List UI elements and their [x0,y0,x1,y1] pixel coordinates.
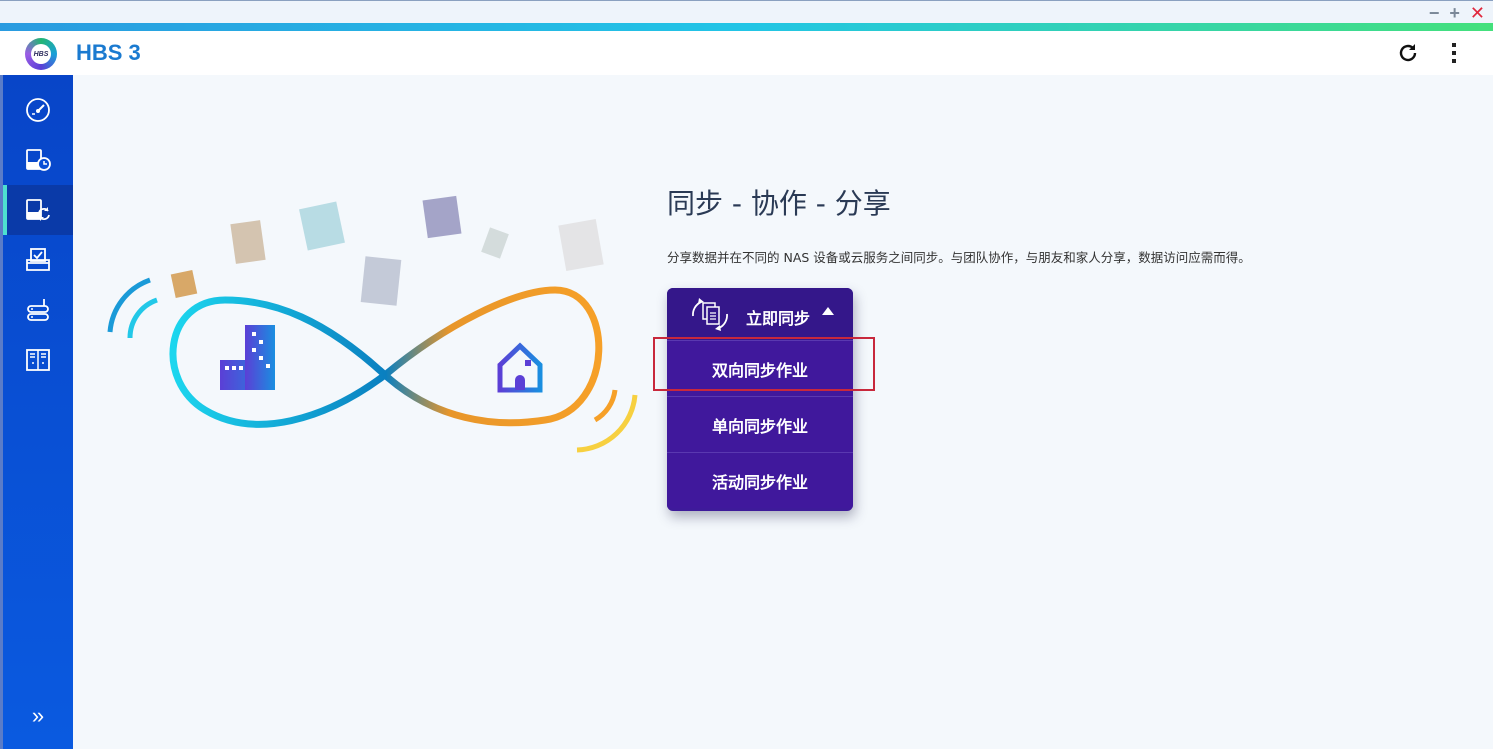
floating-documents [170,195,604,306]
accent-gradient-bar [0,23,1493,31]
app-title: HBS 3 [76,40,141,65]
close-button[interactable]: ✕ [1469,3,1485,23]
more-vertical-icon [1452,43,1456,47]
app-header: HBS HBS 3 [0,31,1493,75]
hbs-logo-icon: HBS [25,38,57,70]
sidebar-item-overview[interactable] [3,85,73,135]
sync-now-button[interactable]: 立即同步 [667,288,853,340]
refresh-button[interactable] [1396,41,1420,65]
more-dot [1452,51,1456,55]
sidebar: » [0,75,73,749]
caret-up-icon [822,307,834,315]
sync-now-label: 立即同步 [746,309,811,328]
dashboard-gauge-icon [26,98,50,122]
sidebar-item-backup-restore[interactable] [3,135,73,185]
page-description: 分享数据并在不同的 NAS 设备或云服务之间同步。与团队协作，与朋友和家人分享，… [667,250,1251,265]
window-titlebar: − + ✕ [0,0,1493,24]
menu-item-one-way-sync[interactable]: 单向同步作业 [667,396,853,452]
sync-now-dropdown: 立即同步 双向同步作业 单向同步作业 活动同步作业 [667,288,853,511]
storage-server-icon [27,299,49,321]
sync-icon [26,199,50,221]
minimize-button[interactable]: − [1428,3,1440,23]
page-title: 同步 - 协作 - 分享 [667,187,891,220]
sidebar-item-storage-spaces[interactable] [3,285,73,335]
locker-cabinet-icon [26,349,50,371]
refresh-icon [1399,44,1417,62]
more-options-button[interactable] [1444,41,1464,65]
sidebar-item-jobs[interactable] [3,235,73,285]
job-tray-check-icon [26,248,50,271]
expand-sidebar-button[interactable]: » [31,703,45,728]
logo-text: HBS [31,44,51,64]
menu-item-two-way-sync[interactable]: 双向同步作业 [667,340,853,396]
backup-clock-icon [26,149,51,171]
sync-files-icon [692,298,728,331]
sidebar-item-services[interactable] [3,335,73,385]
sidebar-item-sync[interactable] [3,185,73,235]
window-controls: − + ✕ [1429,4,1485,22]
menu-item-active-sync[interactable]: 活动同步作业 [667,452,853,508]
more-dot [1452,59,1456,63]
sync-infinity-illustration [107,195,638,453]
maximize-button[interactable]: + [1449,3,1460,23]
